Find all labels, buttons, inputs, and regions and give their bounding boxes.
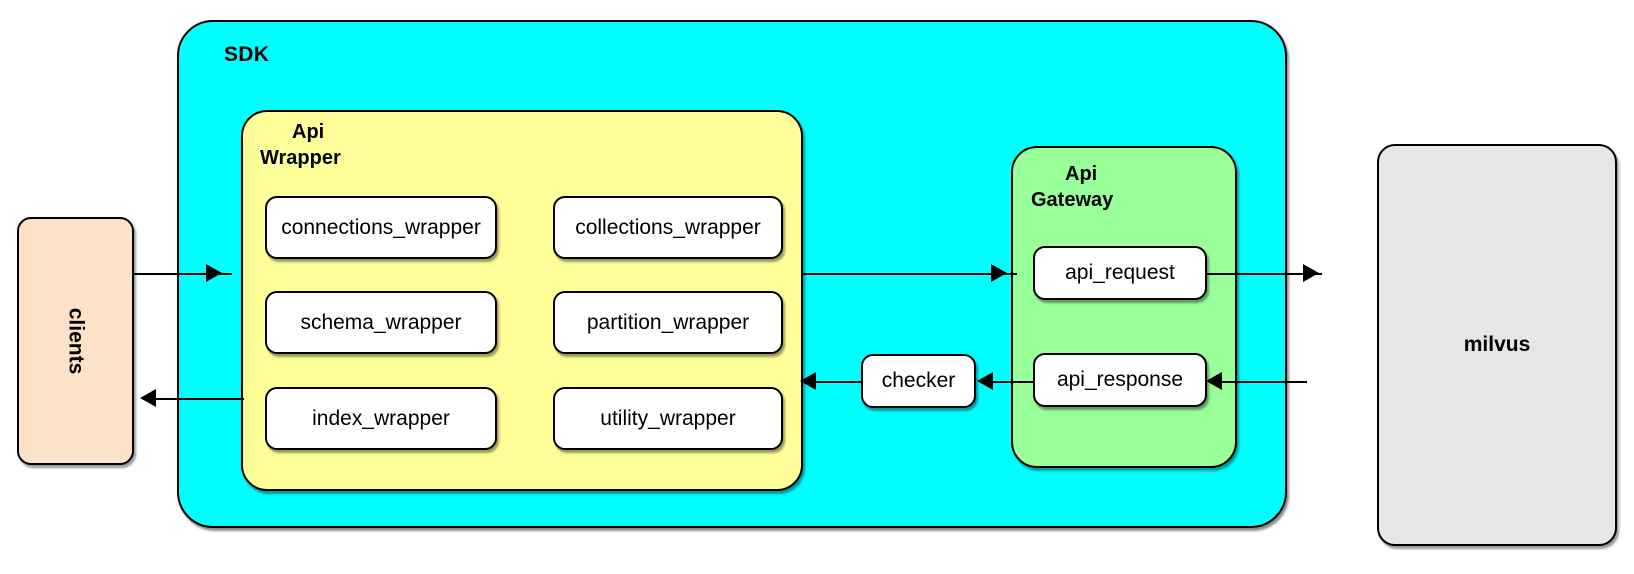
- edge-milvus-to-api-response: [1212, 381, 1307, 383]
- milvus-label: milvus: [1463, 333, 1531, 356]
- node-connections-wrapper[interactable]: connections_wrapper: [265, 196, 497, 259]
- node-index-wrapper[interactable]: index_wrapper: [265, 387, 497, 450]
- node-label: api_request: [1065, 261, 1175, 284]
- arrowhead-right-icon: [1303, 264, 1319, 282]
- edge-checker-to-api-wrapper: [812, 381, 861, 383]
- node-api-response[interactable]: api_response: [1033, 353, 1207, 407]
- node-label: partition_wrapper: [586, 310, 750, 334]
- clients-node[interactable]: clients: [17, 217, 134, 465]
- edge-sdk-to-clients: [152, 398, 244, 400]
- node-label: collections_wrapper: [575, 215, 761, 239]
- arrowhead-right-icon: [991, 264, 1007, 282]
- node-label: schema_wrapper: [300, 310, 462, 334]
- node-api-request[interactable]: api_request: [1033, 246, 1207, 300]
- arrowhead-left-icon: [1206, 372, 1222, 390]
- edge-api-request-to-milvus: [1207, 273, 1322, 275]
- node-utility-wrapper[interactable]: utility_wrapper: [553, 387, 783, 450]
- api-gateway-label: Api Gateway: [1031, 163, 1114, 211]
- arrowhead-left-icon: [140, 389, 156, 407]
- arrowhead-left-icon: [800, 372, 816, 390]
- milvus-node[interactable]: milvus: [1377, 144, 1617, 546]
- node-label: connections_wrapper: [281, 215, 481, 239]
- edge-api-wrapper-to-api-gateway: [801, 273, 1017, 275]
- api-wrapper-label: Api Wrapper: [260, 121, 341, 169]
- sdk-label: SDK: [224, 43, 270, 66]
- node-schema-wrapper[interactable]: schema_wrapper: [265, 291, 497, 354]
- node-collections-wrapper[interactable]: collections_wrapper: [553, 196, 783, 259]
- node-label: api_response: [1056, 368, 1184, 391]
- node-label: checker: [881, 369, 956, 392]
- node-checker[interactable]: checker: [861, 354, 976, 408]
- node-partition-wrapper[interactable]: partition_wrapper: [553, 291, 783, 354]
- api-gateway-container[interactable]: Api Gateway: [1011, 146, 1237, 468]
- edge-api-response-to-checker: [989, 381, 1034, 383]
- clients-label: clients: [64, 307, 88, 375]
- arrowhead-right-icon: [206, 264, 222, 282]
- node-label: utility_wrapper: [600, 406, 736, 430]
- arrowhead-left-icon: [977, 372, 993, 390]
- edge-clients-to-sdk: [134, 273, 232, 275]
- node-label: index_wrapper: [312, 406, 450, 430]
